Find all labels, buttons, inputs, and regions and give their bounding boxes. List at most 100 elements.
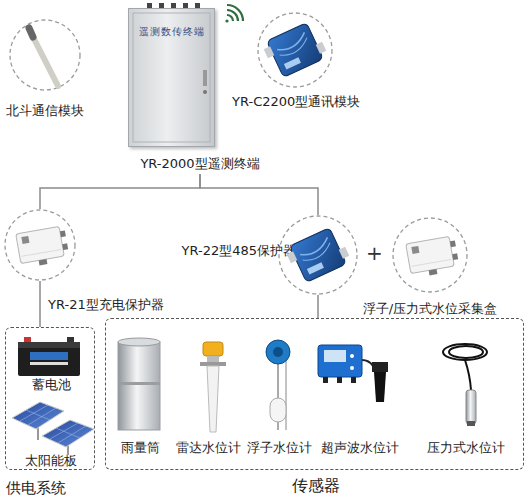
pressure-gauge-picture (449, 346, 483, 358)
node-label: 蓄电池 (13, 377, 89, 393)
radar-gauge-item: 雷达水位计 (176, 336, 241, 456)
battery-picture (67, 337, 74, 342)
node-label: 压力式水位计 (409, 440, 523, 456)
plus-sign: + (366, 242, 383, 264)
connector-line (200, 174, 318, 215)
circle-outline (392, 217, 468, 293)
float-gauge-picture (266, 340, 290, 364)
beidou-antenna (29, 28, 58, 86)
solar-panel-picture (26, 410, 50, 420)
node-heading: YR-2000型遥测终端 (110, 156, 290, 172)
ultrasonic-gauge-picture (362, 360, 373, 366)
node-label: 浮子水位计 (244, 440, 314, 456)
pressure-gauge-item: 压力式水位计 (409, 336, 523, 456)
battery-picture (18, 342, 80, 376)
wireless-signal (227, 5, 243, 21)
wireless-signal (225, 5, 243, 23)
float-gauge-item: 浮子水位计 (244, 336, 314, 456)
protector-device (284, 225, 352, 285)
pressure-gauge-picture (443, 344, 487, 360)
ultrasonic-gauge-picture (374, 372, 386, 402)
rain-gauge-picture (118, 342, 160, 430)
solar-panel-picture (56, 428, 80, 438)
battery-picture (30, 352, 68, 360)
rain-gauge-picture (118, 382, 160, 385)
node-label: 雨量筒 (111, 440, 169, 456)
dashed-circle (10, 20, 80, 90)
node-label: 供电系统 (6, 479, 66, 497)
pressure-gauge-picture (467, 421, 475, 426)
ultrasonic-gauge-picture (351, 377, 356, 383)
solar-panel-picture (12, 402, 64, 429)
node-label: 遥测数传终端 (128, 24, 215, 40)
battery-picture (24, 337, 31, 342)
battery-picture (18, 337, 80, 376)
radar-gauge-picture (203, 342, 223, 356)
cabinet-door (159, 3, 164, 8)
cabinet-door (171, 3, 176, 8)
rs485-protector: YR-22型485保护器 (278, 215, 358, 295)
solar-panel-picture (67, 438, 69, 455)
solar-item: 太阳能板 (7, 399, 95, 469)
rain-gauge-item: 雨量筒 (111, 336, 169, 456)
float-gauge-picture (273, 347, 283, 357)
wireless-signal (227, 15, 233, 21)
cabinet-door (147, 3, 152, 8)
comm-module-node: YR-C2200型通讯模块 (257, 12, 333, 88)
circle-outline (257, 12, 333, 88)
dashed-circle (5, 210, 75, 280)
power-group: 供电系统蓄电池太阳能板 (5, 327, 95, 470)
connector-line (39, 281, 41, 327)
beidou-antenna (31, 33, 58, 86)
solar-panel-picture (42, 420, 94, 447)
beidou-module: 北斗通信模块 (9, 19, 81, 91)
circle-outline (9, 19, 81, 91)
cabinet-door (133, 3, 210, 142)
solar-panel-picture (20, 405, 48, 421)
ultrasonic-gauge-picture (372, 362, 388, 372)
wireless-signal (225, 19, 228, 22)
ultrasonic-gauge-picture (318, 345, 388, 402)
node-label: YR-22型485保护器 (182, 243, 297, 259)
rain-gauge-picture (118, 338, 160, 346)
float-gauge-picture (286, 360, 287, 430)
cabinet-door (183, 3, 188, 8)
dashed-circle (258, 13, 332, 87)
ultrasonic-gauge-picture (350, 354, 354, 358)
pressure-gauge-picture (465, 360, 471, 390)
radar-gauge-picture (207, 356, 219, 362)
solar-panel-picture (50, 423, 78, 439)
ultrasonic-gauge-picture (337, 377, 342, 383)
circle-outline (4, 209, 76, 281)
node-label: 雷达水位计 (176, 440, 241, 456)
collector-box (406, 236, 460, 279)
ultrasonic-gauge-item: 超声波水位计 (314, 336, 406, 456)
float-gauge-picture (266, 340, 290, 430)
radar-gauge-picture (207, 366, 219, 432)
battery-item: 蓄电池 (13, 335, 89, 393)
node-label: 传感器 (106, 477, 525, 495)
charge-protector: YR-21型充电保护器 (4, 209, 76, 281)
node-label: 北斗通信模块 (0, 103, 101, 119)
cabinet-door (203, 70, 207, 86)
float-gauge-picture (270, 398, 286, 422)
ultrasonic-gauge-picture (350, 366, 354, 370)
ultrasonic-gauge-picture (324, 350, 346, 362)
cabinet-door (203, 90, 207, 94)
node-label: YR-C2200型通讯模块 (232, 94, 360, 110)
radar-gauge-picture (200, 342, 226, 432)
dashed-circle (393, 218, 467, 292)
wireless-signal (227, 10, 238, 21)
battery-picture (30, 362, 68, 365)
node-label: YR-21型充电保护器 (48, 297, 164, 313)
cabinet-door (195, 3, 200, 8)
beidou-antenna (29, 28, 33, 37)
ultrasonic-gauge-picture (318, 345, 362, 377)
level-collector: 浮子/压力式水位采集盒 (392, 217, 468, 293)
rain-gauge-picture (118, 338, 160, 430)
sensor-group: 传感器雨量筒雷达水位计浮子水位计超声波水位计压力式水位计 (105, 318, 524, 470)
comm-module (261, 20, 329, 80)
solar-panel-picture (58, 426, 86, 443)
cabinet-door (133, 13, 210, 142)
